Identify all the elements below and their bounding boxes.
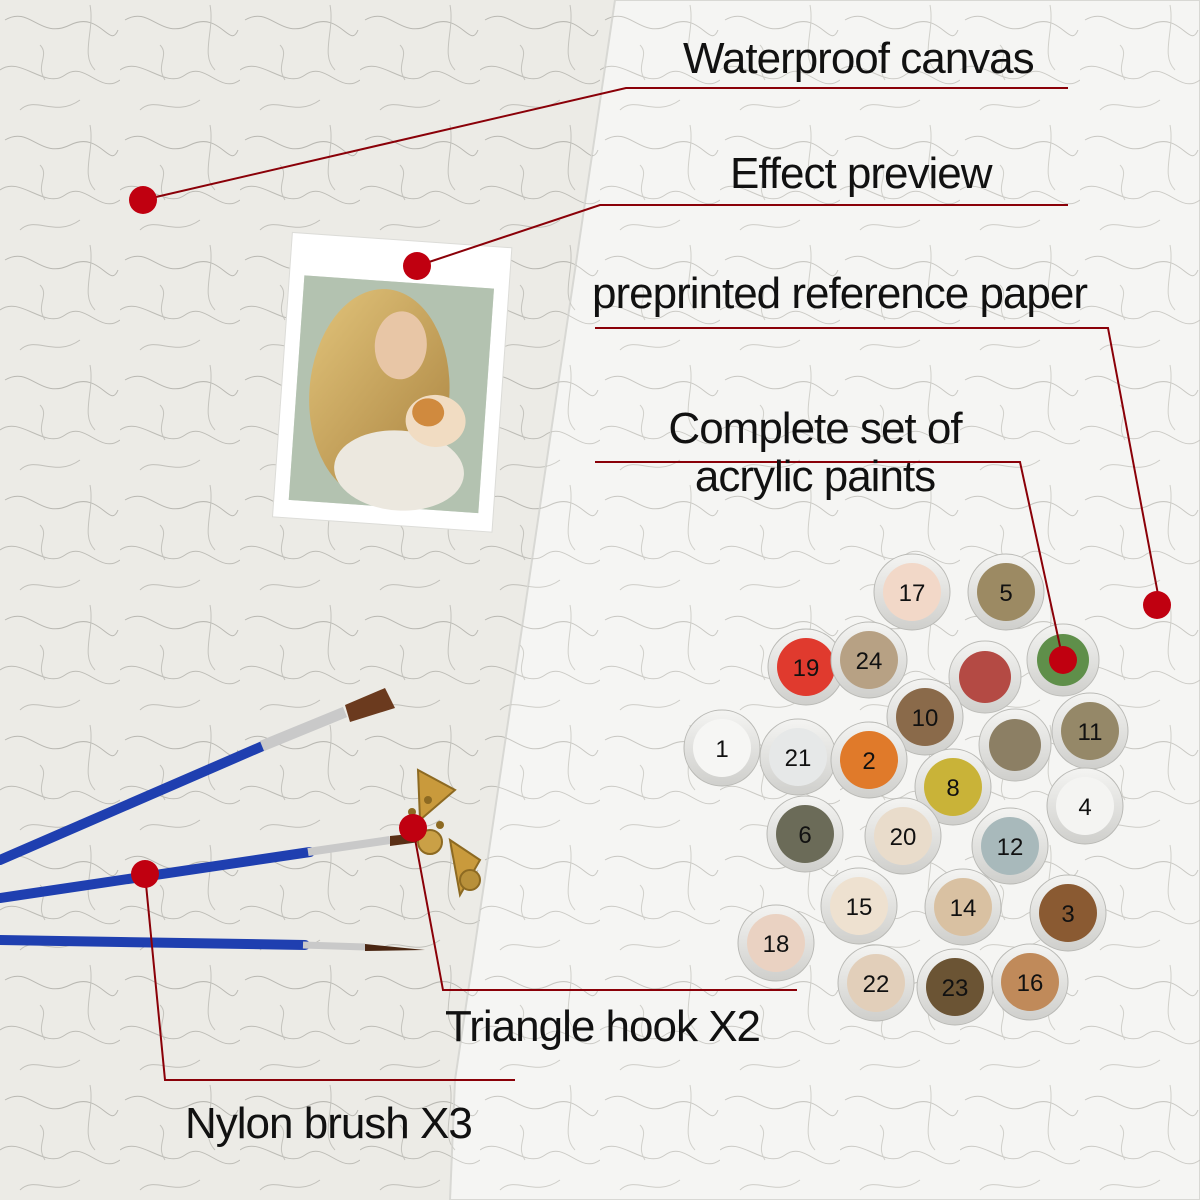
paint-pot-number: 12 [997, 834, 1024, 861]
paint-pot-paint [924, 758, 982, 816]
label-waterproof-canvas: Waterproof canvas [683, 34, 1035, 83]
paint-pot-number: 21 [785, 745, 812, 772]
marker-reference [1143, 591, 1171, 619]
paint-pot-paint [840, 631, 898, 689]
paint-pot-paint [830, 877, 888, 935]
paint-pot-paint [769, 728, 827, 786]
paint-pot-number: 19 [793, 655, 820, 682]
paint-pot-paint [777, 638, 835, 696]
paint-pot: 15 [820, 867, 898, 945]
paint-pot-number: 14 [950, 895, 977, 922]
paint-pot-number: 15 [846, 894, 873, 921]
paint-pot-number: 8 [946, 775, 959, 802]
paint-pot: 21 [759, 718, 837, 796]
label-reference-paper: preprinted reference paper [592, 269, 1088, 318]
paint-pot-paint [1039, 884, 1097, 942]
annotation-markers [129, 186, 1171, 888]
nylon-brushes [0, 688, 425, 951]
effect-preview-card [271, 231, 513, 533]
marker-paints [1049, 646, 1077, 674]
paint-pot: 2 [830, 721, 908, 799]
paint-pot-paint [896, 688, 954, 746]
paint-pot: 5 [967, 553, 1045, 631]
paint-pot: 12 [971, 807, 1049, 885]
paint-pot: 1 [683, 709, 761, 787]
paint-pot-number: 18 [763, 931, 790, 958]
paint-pot-paint [693, 719, 751, 777]
paint-pot-number: 5 [999, 580, 1012, 607]
paint-pot-paint [840, 731, 898, 789]
paint-pot-number: 17 [899, 580, 926, 607]
paint-pot-number: 4 [1078, 794, 1091, 821]
triangle-hooks [408, 768, 482, 898]
paint-pot-paint [981, 817, 1039, 875]
paint-pot-paint [776, 805, 834, 863]
paint-pot: 19 [767, 628, 845, 706]
paint-pot: 10 [886, 678, 964, 756]
paint-pot-number: 16 [1017, 970, 1044, 997]
paint-pot-paint [1061, 702, 1119, 760]
paint-pot-paint [926, 958, 984, 1016]
paint-pot: 18 [737, 904, 815, 982]
paint-pot: 20 [864, 797, 942, 875]
paint-pot-paint [883, 563, 941, 621]
paint-pot: 17 [873, 553, 951, 631]
paint-pot-paint [847, 954, 905, 1012]
paint-pot-number: 2 [862, 748, 875, 775]
marker-brush [131, 860, 159, 888]
paint-pot-number: 6 [798, 822, 811, 849]
paint-pot-paint [977, 563, 1035, 621]
paint-pot: 11 [1051, 692, 1129, 770]
reference-paper [448, 0, 1200, 1200]
paint-pot-paint [989, 719, 1041, 771]
paint-pot-number: 23 [942, 975, 969, 1002]
paint-pot: 24 [830, 621, 908, 699]
paint-pot-number: 11 [1078, 719, 1103, 746]
label-paints: Complete set of acrylic paints [630, 404, 1000, 502]
paint-pot-paint [874, 807, 932, 865]
paint-pot-paint [1001, 953, 1059, 1011]
paint-pot: 22 [837, 944, 915, 1022]
acrylic-paint-set: 17 5 19 24 11 10 1 21 2 8 4 6 20 12 15 14 3 18 22 23 16 [683, 553, 1129, 1026]
paint-pot-number: 10 [912, 705, 939, 732]
paint-pot: 16 [991, 943, 1069, 1021]
paint-pot-paint [934, 878, 992, 936]
paint-pot: 3 [1029, 874, 1107, 952]
paint-pot: 23 [916, 948, 994, 1026]
paint-pot-number: 3 [1061, 901, 1074, 928]
paint-pot-paint [1056, 777, 1114, 835]
label-paints-line1: Complete set of [668, 404, 962, 453]
paint-pot: 4 [1046, 767, 1124, 845]
annotation-leaders [142, 87, 1161, 1081]
paint-pot-paint [747, 914, 805, 972]
paint-pot: 8 [914, 748, 992, 826]
paint-pot-number: 24 [856, 648, 883, 675]
marker-preview [403, 252, 431, 280]
paint-pot: 6 [766, 795, 844, 873]
paint-pot-number: 1 [715, 736, 728, 763]
label-nylon-brush: Nylon brush X3 [185, 1099, 473, 1148]
label-paints-line2: acrylic paints [694, 452, 936, 502]
marker-canvas [129, 186, 157, 214]
label-effect-preview: Effect preview [730, 149, 993, 198]
paint-pot-paint [959, 651, 1011, 703]
label-triangle-hook: Triangle hook X2 [445, 1002, 761, 1051]
paint-pot-number: 20 [890, 824, 917, 851]
marker-hook [399, 814, 427, 842]
paint-pot-number: 22 [863, 971, 890, 998]
paint-pot: 14 [924, 868, 1002, 946]
